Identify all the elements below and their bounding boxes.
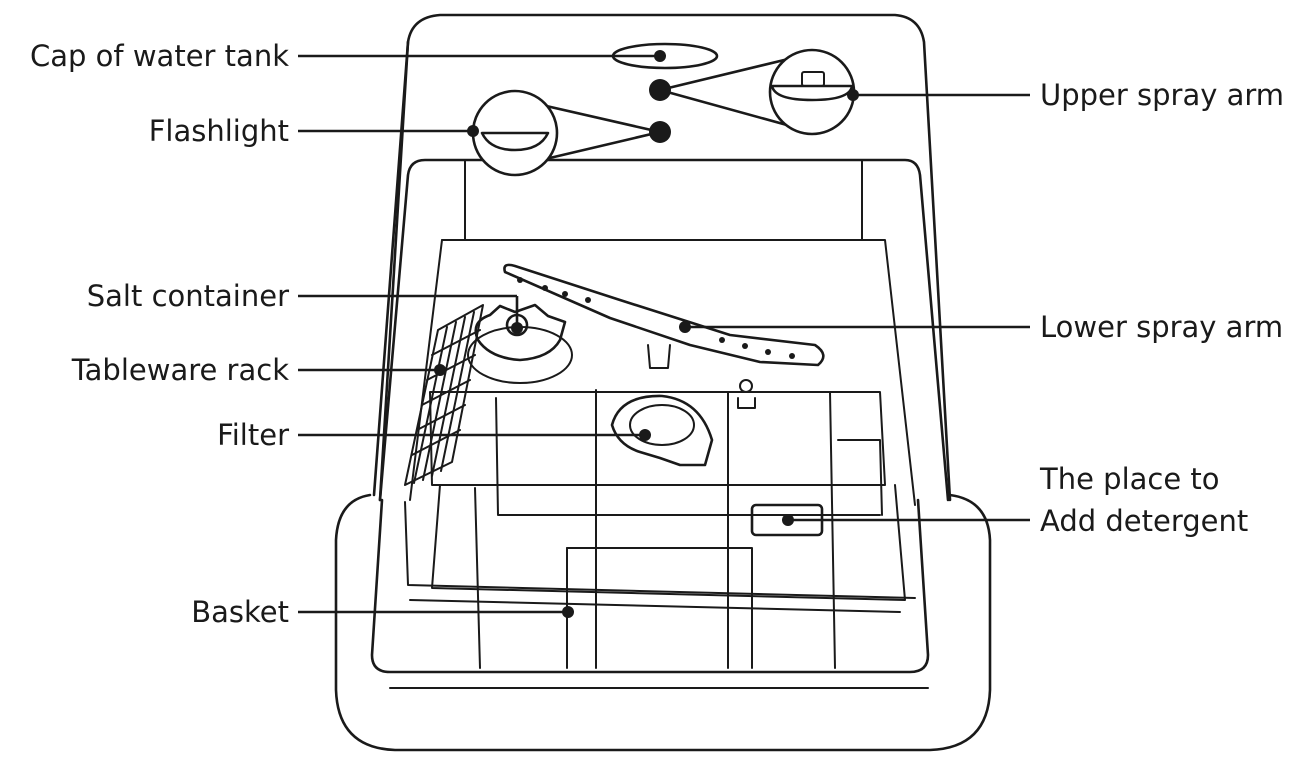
label-detergent-line1: The place to [1039,462,1220,496]
detergent-compartment-drawing [737,379,824,537]
label-flashlight: Flashlight [149,114,289,148]
upper-spray-arm-callout [649,48,859,136]
label-detergent-line2: Add detergent [1040,504,1248,538]
lower-spray-arm-drawing [503,263,825,369]
label-filter: Filter [217,418,289,452]
salt-container-drawing [467,303,573,384]
labels: Cap of water tank Flashlight Salt contai… [30,39,1284,629]
flashlight-callout [467,89,671,177]
label-salt-container: Salt container [87,279,289,313]
filter-drawing [610,394,714,467]
label-lower-spray-arm: Lower spray arm [1040,310,1283,344]
label-tableware-rack: Tableware rack [71,353,289,387]
basket-drawing [404,389,916,669]
label-basket: Basket [191,595,289,629]
dishwasher-body [334,13,992,752]
tableware-rack-drawing [404,304,484,486]
label-upper-spray-arm: Upper spray arm [1040,78,1284,112]
label-cap-of-water-tank: Cap of water tank [30,39,289,73]
leader-lines [298,50,1030,618]
